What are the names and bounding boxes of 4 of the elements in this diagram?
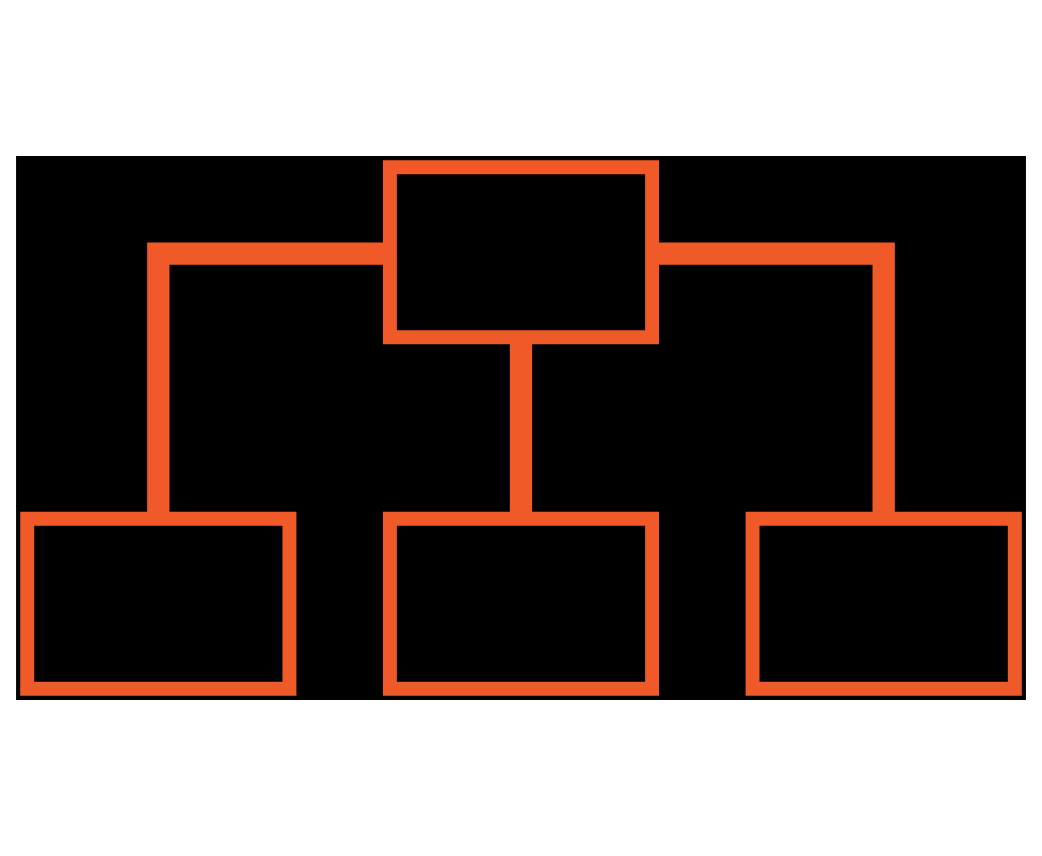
node-box: [20, 511, 297, 696]
node-box: [382, 511, 660, 696]
node-box: [382, 160, 660, 345]
node-box: [745, 511, 1022, 696]
